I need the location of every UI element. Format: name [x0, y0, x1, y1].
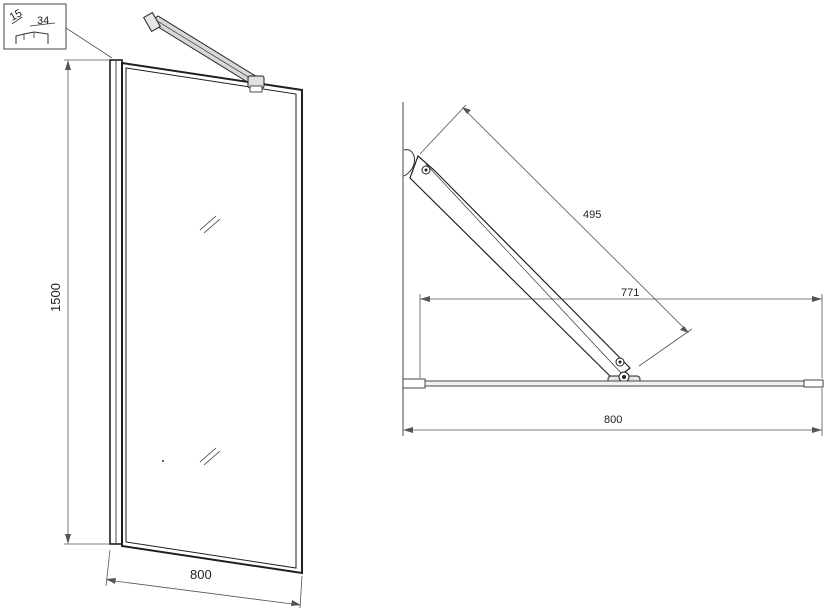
arm-dimension	[419, 104, 693, 367]
width-dimension-front-label: 800	[190, 567, 212, 582]
height-dimension	[64, 59, 110, 545]
glass-panel	[121, 61, 303, 575]
height-dimension-label: 1500	[48, 283, 63, 312]
detail-dim-b-label: 34	[37, 15, 49, 27]
detail-dim-a-label: 15	[8, 7, 24, 23]
glass-dot	[162, 460, 164, 462]
arm-dimension-label: 495	[583, 209, 601, 221]
width-dimension-top	[402, 388, 823, 436]
detail-dim-line-b	[29, 22, 56, 27]
detail-leader-line	[65, 27, 113, 59]
profile-shape	[15, 31, 49, 44]
span-dimension	[419, 294, 823, 378]
profile-detail-inset: 15 34	[3, 3, 113, 59]
glass-reflection-top	[199, 215, 221, 234]
front-view: 1500 800	[48, 11, 303, 609]
width-dimension-front	[105, 549, 303, 609]
detail-frame	[3, 3, 67, 50]
stabilizer-arm-top	[409, 154, 631, 381]
detail-dim-line-a	[11, 16, 23, 25]
width-dimension-top-label: 800	[604, 414, 622, 426]
glass-panel-inner-edge	[125, 67, 297, 569]
span-dimension-label: 771	[621, 287, 639, 299]
glass-reflection-bottom	[199, 447, 221, 466]
profile-inner	[23, 32, 35, 40]
glass-panel-plan	[402, 378, 824, 389]
wall-bracket	[403, 149, 415, 177]
top-view: 495 771 800	[402, 102, 824, 436]
stabilizer-arm-front	[142, 11, 265, 93]
